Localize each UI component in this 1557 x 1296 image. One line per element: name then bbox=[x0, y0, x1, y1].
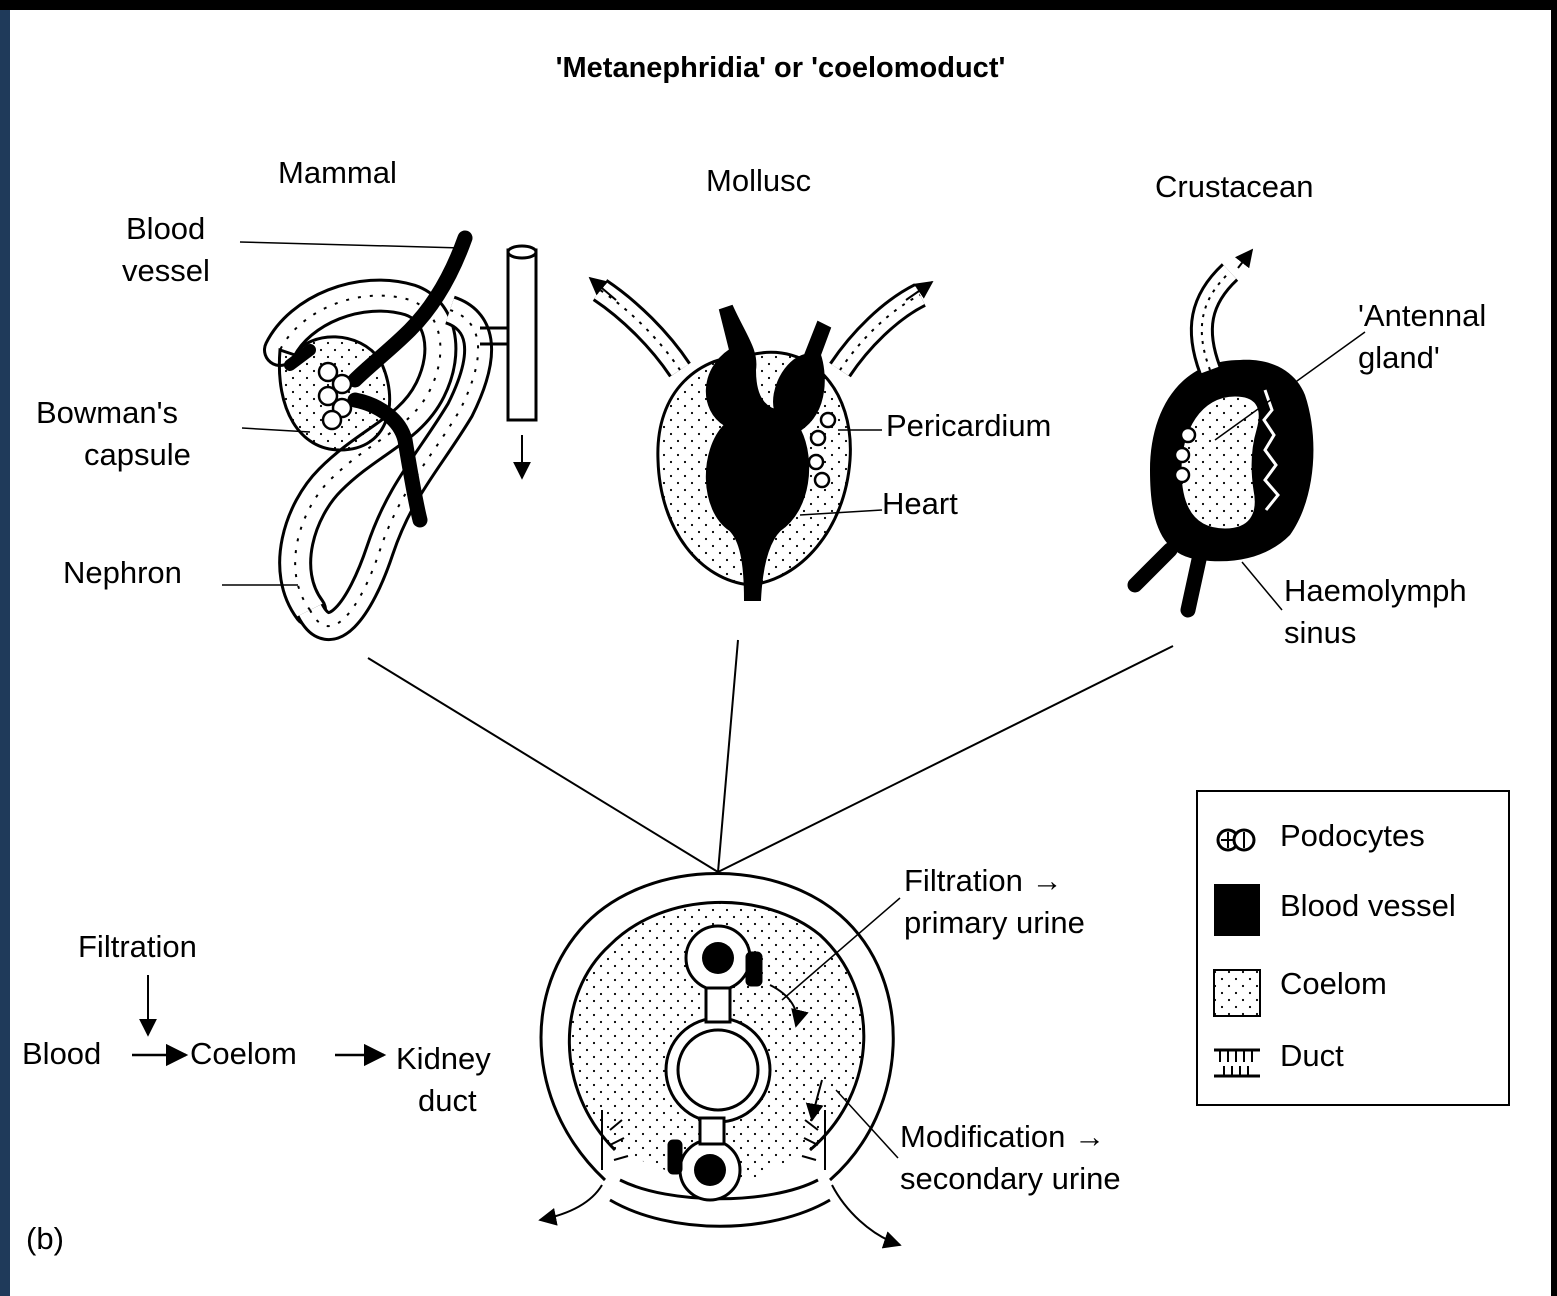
label-filtration-line2: primary urine bbox=[904, 902, 1085, 944]
legend: Podocytes Blood vessel Coelom Duct bbox=[1196, 790, 1510, 1106]
label-blood-vessel-line1: Blood bbox=[126, 208, 205, 250]
label-haemolymph-sinus-line2: sinus bbox=[1284, 612, 1356, 654]
label-heart: Heart bbox=[882, 483, 958, 525]
diagram-canvas: 'Metanephridia' or 'coelomoduct' Mammal … bbox=[10, 10, 1551, 1296]
crustacean-heading: Crustacean bbox=[1155, 166, 1314, 208]
label-bowmans-capsule-line1: Bowman's bbox=[36, 392, 178, 434]
duct-swatch-icon bbox=[1212, 1040, 1262, 1084]
legend-label-podocytes: Podocytes bbox=[1280, 818, 1425, 854]
flow-kidney-duct-line1: Kidney bbox=[396, 1038, 491, 1080]
label-modification-line2: secondary urine bbox=[900, 1158, 1121, 1200]
generalized-coelomoduct-drawing bbox=[540, 873, 900, 1245]
label-modification-line1: Modification → bbox=[900, 1116, 1105, 1158]
converging-lines bbox=[368, 640, 1173, 872]
mollusc-pericardium-drawing bbox=[590, 278, 932, 600]
label-pericardium: Pericardium bbox=[886, 405, 1051, 447]
legend-label-blood-vessel: Blood vessel bbox=[1280, 888, 1456, 924]
label-antennal-gland-line2: gland' bbox=[1358, 337, 1440, 379]
mollusc-heading: Mollusc bbox=[706, 160, 811, 202]
flow-blood: Blood bbox=[22, 1033, 101, 1075]
flow-kidney-duct-line2: duct bbox=[418, 1080, 477, 1122]
mammal-nephron-drawing bbox=[222, 238, 536, 626]
label-haemolymph-sinus-line1: Haemolymph bbox=[1284, 570, 1467, 612]
label-filtration-line1: Filtration → bbox=[904, 860, 1062, 902]
label-bowmans-capsule-line2: capsule bbox=[84, 434, 191, 476]
label-antennal-gland-line1: 'Antennal bbox=[1358, 295, 1486, 337]
flow-filtration: Filtration bbox=[78, 926, 197, 968]
label-blood-vessel-line2: vessel bbox=[122, 250, 210, 292]
mammal-heading: Mammal bbox=[278, 152, 397, 194]
legend-label-coelom: Coelom bbox=[1280, 966, 1387, 1002]
right-frame-border bbox=[1551, 0, 1557, 1296]
diagram-title: 'Metanephridia' or 'coelomoduct' bbox=[10, 52, 1551, 85]
coelom-swatch-icon bbox=[1212, 968, 1262, 1018]
crustacean-antennal-gland-drawing bbox=[1135, 250, 1365, 610]
panel-label: (b) bbox=[26, 1218, 64, 1260]
blood-vessel-swatch-icon bbox=[1212, 882, 1262, 938]
legend-label-duct: Duct bbox=[1280, 1038, 1344, 1074]
flow-coelom: Coelom bbox=[190, 1033, 297, 1075]
label-nephron: Nephron bbox=[63, 552, 182, 594]
podocytes-icon bbox=[1212, 820, 1262, 864]
top-frame-border bbox=[0, 0, 1557, 10]
